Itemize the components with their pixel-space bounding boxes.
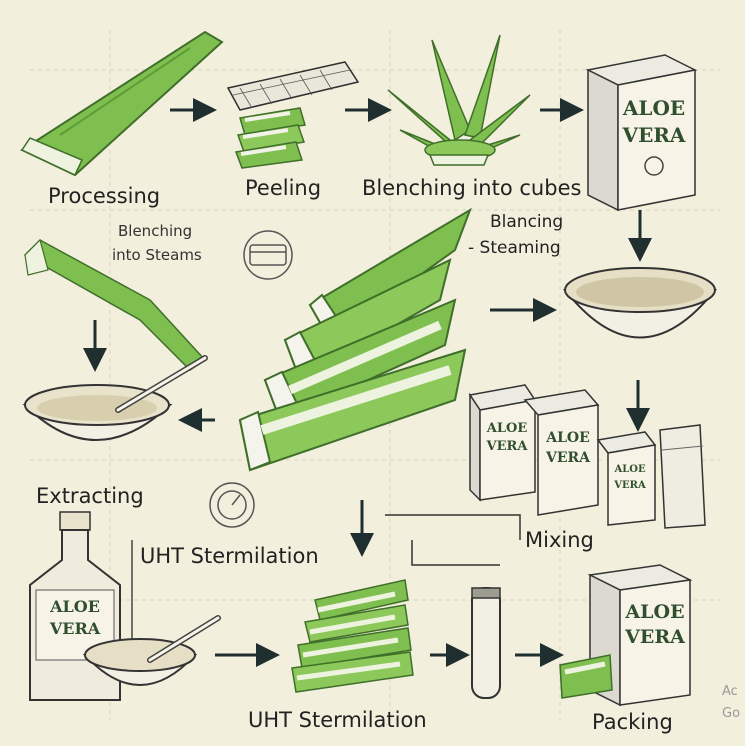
carton-bottom-right-line2: VERA [624, 626, 685, 648]
carton-mix-left-line2: VERA [486, 439, 529, 454]
label-blancing-2: - Steaming [468, 238, 561, 258]
test-tube [471, 587, 501, 699]
carton-mix-small-line1: ALOE [613, 464, 646, 475]
mixing-cartons: ALOE VERA ALOE VERA ALOE VERA [468, 384, 706, 529]
processing-leaf [19, 30, 224, 177]
carton-mix-small-line2: VERA [613, 480, 646, 491]
mixing-bowl [562, 267, 718, 339]
carton-mix-mid-line2: VERA [545, 450, 591, 466]
label-processing: Processing [48, 184, 161, 208]
carton-top-right-line1: ALOE [622, 96, 685, 120]
label-blenching-steams-1: Blenching [118, 222, 193, 240]
label-peeling: Peeling [245, 176, 322, 200]
bottle-line1: ALOE [49, 597, 100, 616]
center-arrows [178, 298, 557, 557]
carton-mix-mid-line1: ALOE [545, 430, 590, 446]
label-mixing: Mixing [525, 528, 594, 552]
carton-bottom-right-line1: ALOE [624, 601, 684, 623]
center-leaf-stack [238, 207, 472, 472]
label-uht-2: UHT Stermilation [248, 708, 427, 732]
label-packing: Packing [592, 710, 673, 734]
top-row-arrows [170, 98, 652, 432]
extracting-bowl [22, 355, 208, 441]
label-extracting: Extracting [36, 484, 144, 508]
carton-bottom-right: ALOE VERA [559, 564, 693, 707]
label-blancing-1: Blancing [490, 212, 564, 232]
steam-icon [243, 230, 293, 280]
gauge-icon [209, 482, 255, 528]
label-uht-1: UHT Stermilation [140, 544, 319, 568]
peeling-slices [226, 61, 360, 169]
carton-top-right-line2: VERA [622, 123, 686, 147]
bottle-line2: VERA [49, 619, 101, 638]
aloe-plant [387, 34, 531, 166]
bottom-leaf-stack [291, 579, 414, 693]
carton-mix-left-line1: ALOE [486, 421, 528, 436]
watermark-line1: Ac [722, 684, 738, 699]
carton-top-right: ALOE VERA [585, 54, 698, 212]
watermark-line2: Go [722, 706, 741, 721]
label-blenching-steams-2: into Steams [112, 246, 202, 264]
label-blenching-cubes: Blenching into cubes [362, 176, 582, 200]
bracket-lines [385, 514, 521, 566]
bottom-bowl [82, 615, 221, 686]
